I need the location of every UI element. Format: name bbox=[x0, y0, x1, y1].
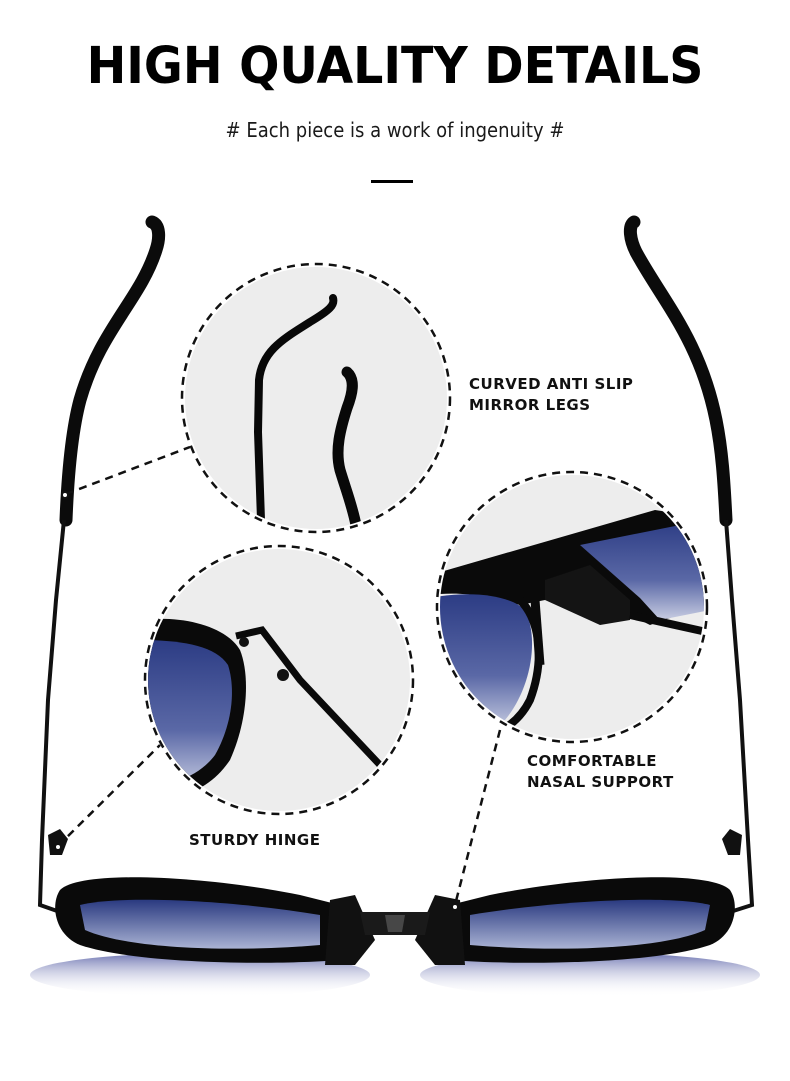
closeup-legs-circle bbox=[180, 262, 452, 534]
callout-nasal-line2: NASAL SUPPORT bbox=[527, 773, 674, 791]
closeup-hinge-circle bbox=[143, 544, 415, 816]
callout-hinge-line1: STURDY HINGE bbox=[189, 831, 321, 849]
title-divider bbox=[371, 180, 413, 183]
front-frame bbox=[30, 877, 760, 997]
left-temple-arm bbox=[37, 215, 166, 914]
callout-nasal-label: COMFORTABLE NASAL SUPPORT bbox=[527, 751, 674, 793]
callout-legs-line1: CURVED ANTI SLIP bbox=[469, 375, 634, 393]
leader-lines bbox=[57, 445, 502, 906]
page-title: HIGH QUALITY DETAILS bbox=[86, 37, 704, 96]
closeup-nasal-circle bbox=[435, 470, 709, 744]
callout-nasal-line1: COMFORTABLE bbox=[527, 752, 657, 770]
callout-hinge-label: STURDY HINGE bbox=[189, 830, 320, 851]
callout-legs-line2: MIRROR LEGS bbox=[469, 396, 591, 414]
page-subtitle: # Each piece is a work of ingenuity # bbox=[225, 118, 565, 142]
anchor-dots bbox=[54, 491, 459, 911]
right-temple-arm bbox=[623, 215, 755, 914]
callout-legs-label: CURVED ANTI SLIP MIRROR LEGS bbox=[469, 374, 633, 416]
